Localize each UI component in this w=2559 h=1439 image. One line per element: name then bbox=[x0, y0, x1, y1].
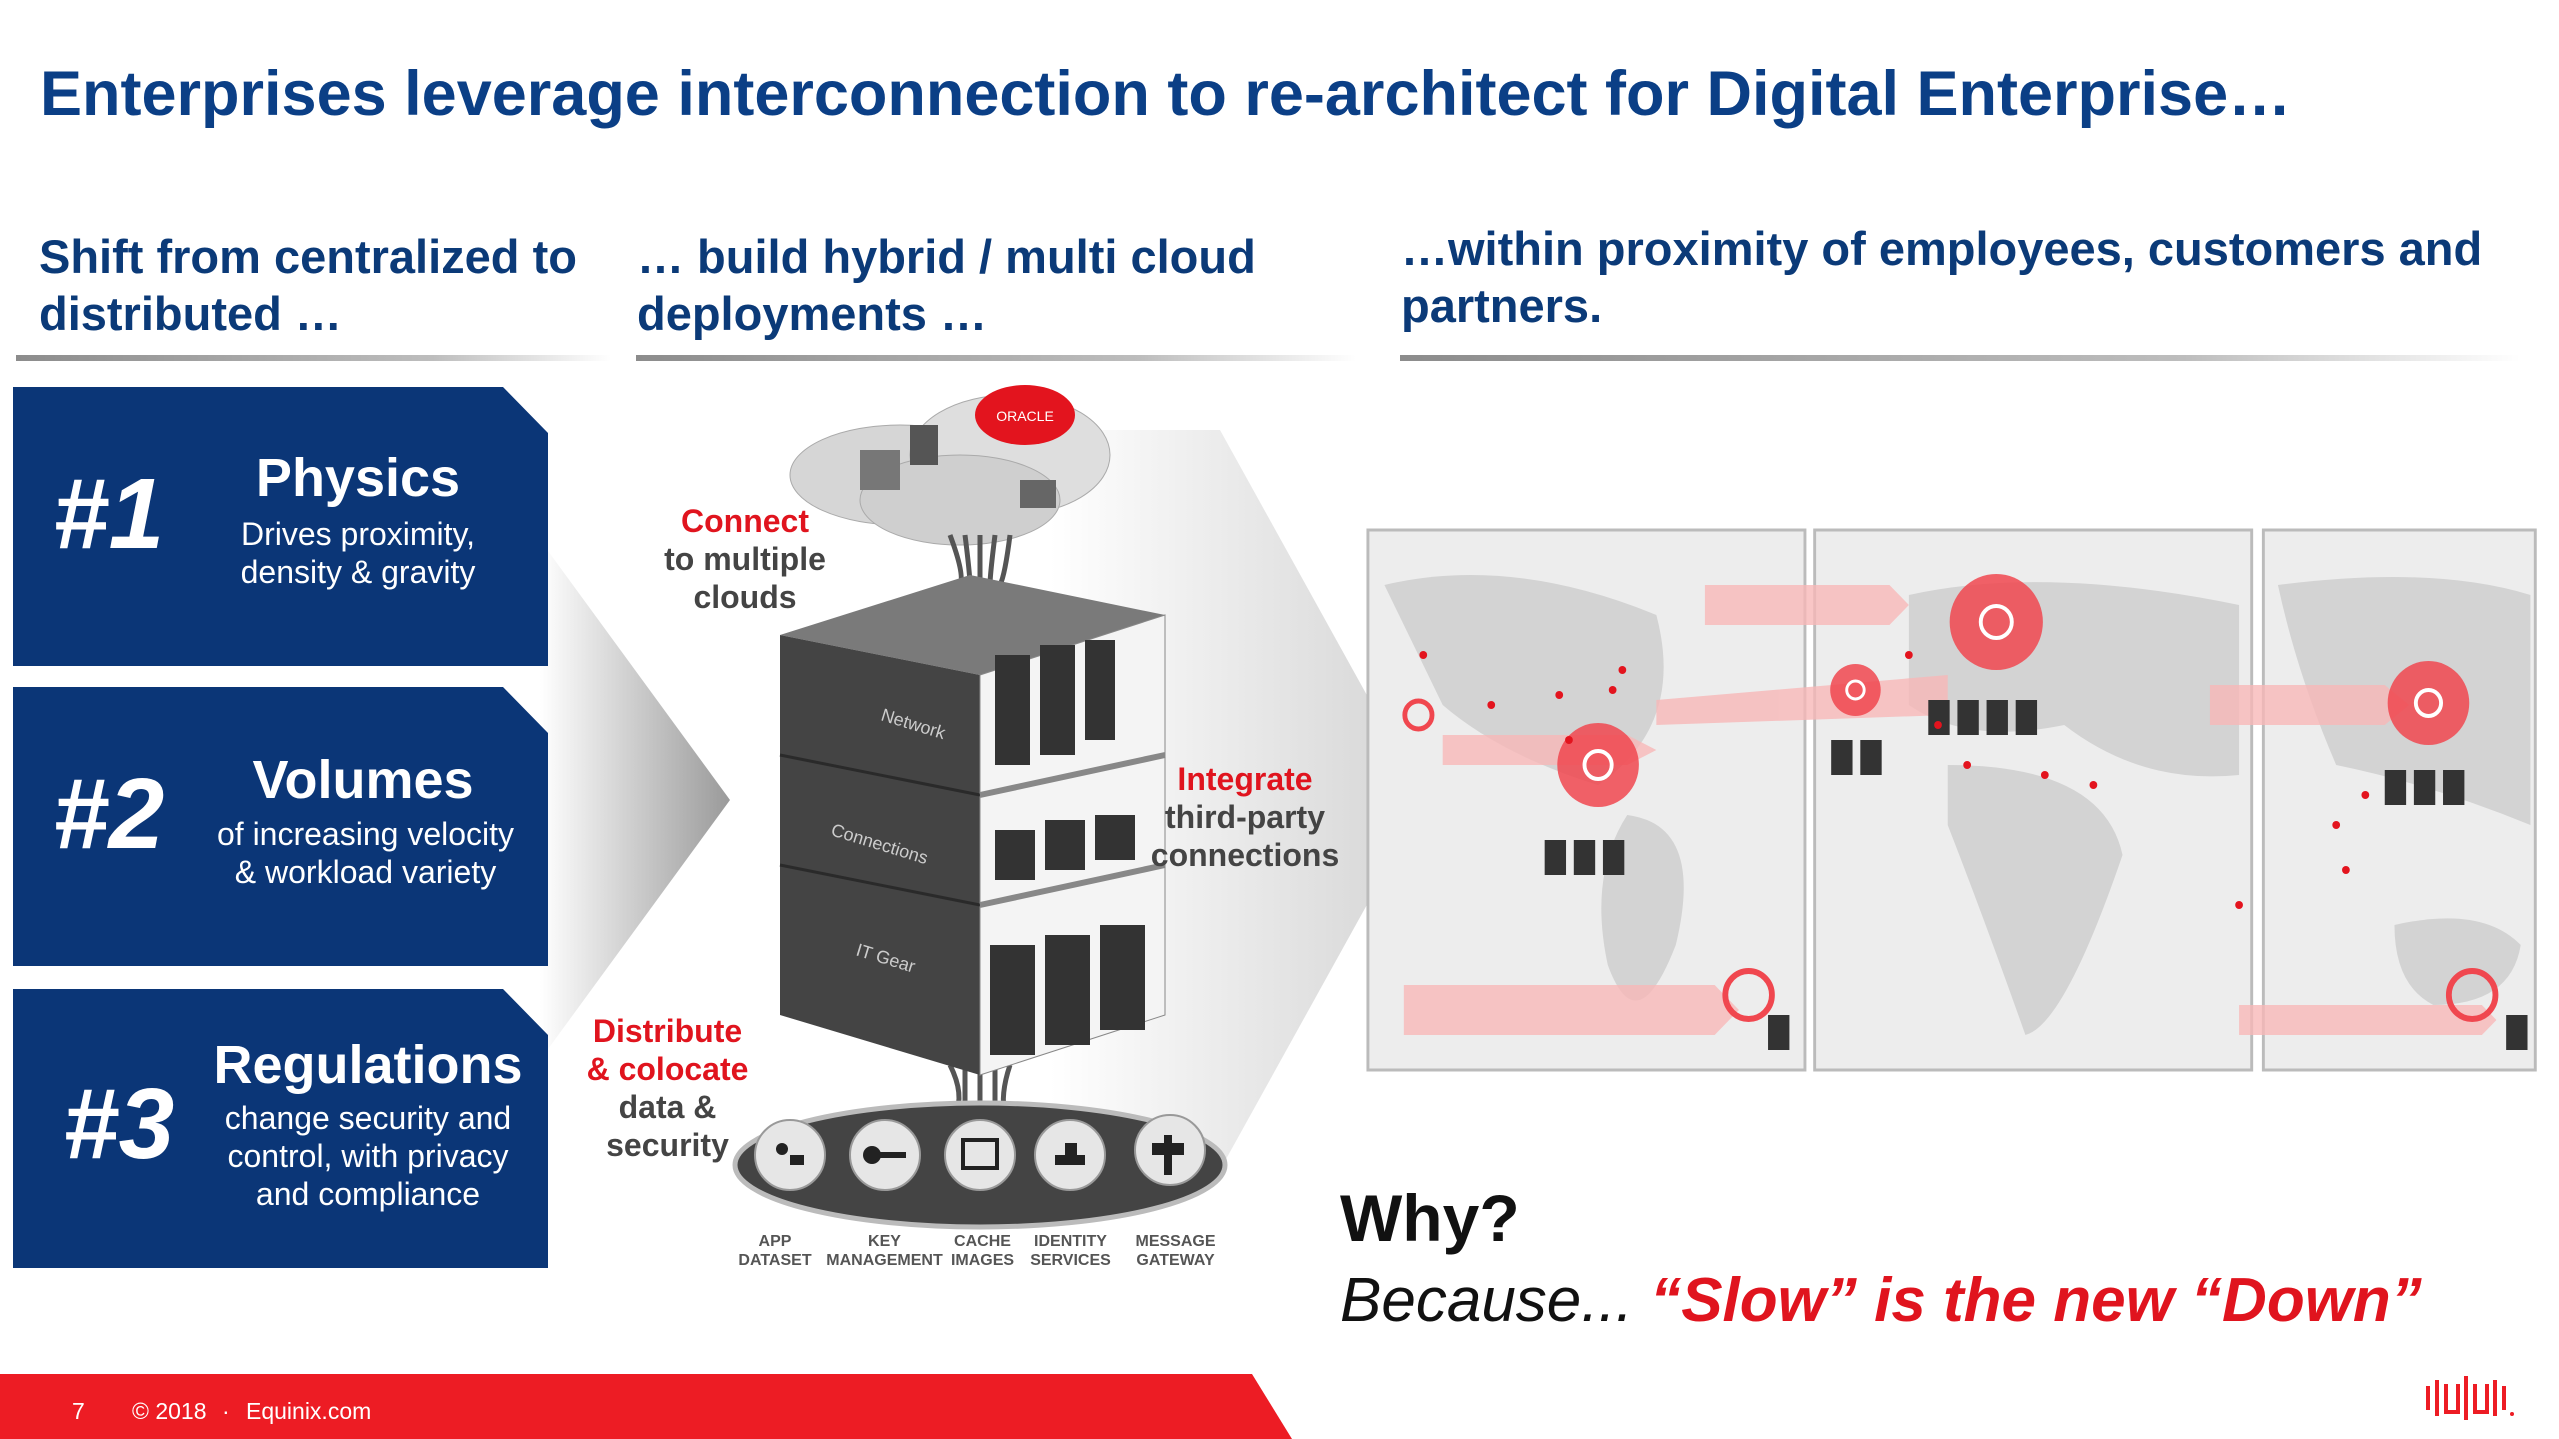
service-label-line: MESSAGE bbox=[1135, 1233, 1216, 1250]
cloud-icon bbox=[789, 394, 1111, 546]
driver-number: #2 bbox=[53, 758, 165, 870]
column-header-line: deployments … bbox=[637, 287, 987, 340]
because-statement: Because... “Slow” is the new “Down” bbox=[1340, 1265, 2422, 1336]
service-label-key-management: KEY MANAGEMENT bbox=[822, 1232, 947, 1270]
driver-description-line: & workload variety bbox=[234, 854, 497, 890]
driver-box-regulations: #3 Regulations change security and contr… bbox=[13, 989, 548, 1268]
divider bbox=[636, 355, 1356, 361]
divider bbox=[16, 355, 611, 361]
connect-label-heading: Connect bbox=[681, 503, 809, 539]
service-label-line: MANAGEMENT bbox=[826, 1252, 943, 1269]
service-label-message-gateway: MESSAGE GATEWAY bbox=[1123, 1232, 1228, 1270]
world-map-panels bbox=[1366, 528, 2537, 1072]
integrate-label-line: third-party bbox=[1165, 799, 1325, 835]
driver-heading: Volumes bbox=[252, 750, 474, 810]
distribute-label: Distribute & colocate data & security bbox=[570, 1012, 765, 1164]
service-label-line: GATEWAY bbox=[1136, 1252, 1215, 1269]
distribute-label-heading: & colocate bbox=[586, 1051, 749, 1087]
service-label-line: IDENTITY bbox=[1034, 1233, 1107, 1250]
slow-down-quote: “Slow” is the new “Down” bbox=[1650, 1266, 2422, 1335]
integrate-label: Integrate third-party connections bbox=[1130, 760, 1360, 874]
server-cluster-icon bbox=[1544, 700, 2528, 1050]
driver-number: #1 bbox=[53, 458, 165, 570]
column-header-line: … build hybrid / multi cloud bbox=[637, 230, 1256, 283]
connect-label: Connect to multiple clouds bbox=[640, 502, 850, 616]
footer-bar bbox=[0, 1374, 1292, 1439]
service-label-identity-services: IDENTITY SERVICES bbox=[1023, 1232, 1118, 1270]
column-header-middle: … build hybrid / multi cloud deployments… bbox=[637, 228, 1256, 342]
driver-description-line: of increasing velocity bbox=[216, 816, 515, 852]
footer-separator: · bbox=[222, 1398, 230, 1424]
driver-heading: Regulations bbox=[213, 1035, 523, 1095]
column-header-left: Shift from centralized to distributed … bbox=[39, 228, 577, 342]
data-center-diagram: ORACLE Network Connections IT Gear bbox=[732, 385, 1228, 1230]
server-rack-icon bbox=[990, 640, 1145, 1055]
equinix-logo-icon bbox=[2426, 1376, 2514, 1420]
service-label-app-dataset: APP DATASET bbox=[725, 1232, 825, 1270]
because-text: Because... bbox=[1340, 1266, 1651, 1335]
driver-box-physics: #1 Physics Drives proximity, density & g… bbox=[13, 387, 548, 666]
page-number: 7 bbox=[72, 1398, 85, 1424]
service-label-line: IMAGES bbox=[950, 1252, 1015, 1269]
datacenter-hotspot-icon bbox=[1402, 574, 2499, 1022]
distribute-label-line: data & bbox=[618, 1089, 717, 1125]
column-header-right: …within proximity of employees, customer… bbox=[1401, 220, 2482, 334]
oracle-cloud-icon: ORACLE bbox=[975, 385, 1075, 445]
driver-description-line: control, with privacy bbox=[227, 1138, 509, 1174]
footer-website: Equinix.com bbox=[246, 1398, 372, 1424]
copyright-text: © 2018 bbox=[132, 1398, 207, 1424]
distribute-label-heading: Distribute bbox=[592, 1013, 743, 1049]
service-label-line: SERVICES bbox=[1030, 1252, 1111, 1269]
connect-label-line: clouds bbox=[693, 579, 797, 615]
driver-box-volumes: #2 Volumes of increasing velocity & work… bbox=[13, 687, 548, 966]
column-header-line: partners. bbox=[1401, 279, 1603, 332]
driver-description-line: Drives proximity, bbox=[240, 516, 476, 552]
driver-description: of increasing velocity & workload variet… bbox=[193, 815, 538, 891]
chevron-arrow-icon bbox=[540, 540, 730, 1060]
driver-description-line: density & gravity bbox=[240, 554, 476, 590]
integrate-label-heading: Integrate bbox=[1177, 761, 1313, 797]
driver-number: #3 bbox=[63, 1068, 175, 1180]
driver-description: Drives proximity, density & gravity bbox=[193, 515, 523, 591]
connect-label-line: to multiple bbox=[664, 541, 826, 577]
integrate-label-line: connections bbox=[1150, 837, 1340, 873]
service-label-line: KEY bbox=[868, 1233, 901, 1250]
service-label-line: CACHE bbox=[954, 1233, 1011, 1250]
driver-description-line: and compliance bbox=[255, 1176, 481, 1212]
column-header-line: Shift from centralized to bbox=[39, 230, 577, 283]
driver-description-line: change security and bbox=[224, 1100, 512, 1136]
service-label-line: APP bbox=[758, 1233, 792, 1250]
divider bbox=[1400, 355, 2520, 361]
service-label-cache-images: CACHE IMAGES bbox=[940, 1232, 1025, 1270]
service-label-line: DATASET bbox=[738, 1252, 812, 1269]
image-icon bbox=[944, 1119, 1016, 1191]
driver-heading: Physics bbox=[255, 448, 461, 508]
column-header-line: distributed … bbox=[39, 287, 342, 340]
oracle-badge-text: ORACLE bbox=[996, 408, 1054, 424]
why-heading: Why? bbox=[1340, 1181, 1520, 1255]
slide-title: Enterprises leverage interconnection to … bbox=[40, 59, 2292, 129]
column-header-line: …within proximity of employees, customer… bbox=[1401, 222, 2483, 275]
driver-description: change security and control, with privac… bbox=[203, 1099, 533, 1213]
distribute-label-line: security bbox=[606, 1127, 729, 1163]
